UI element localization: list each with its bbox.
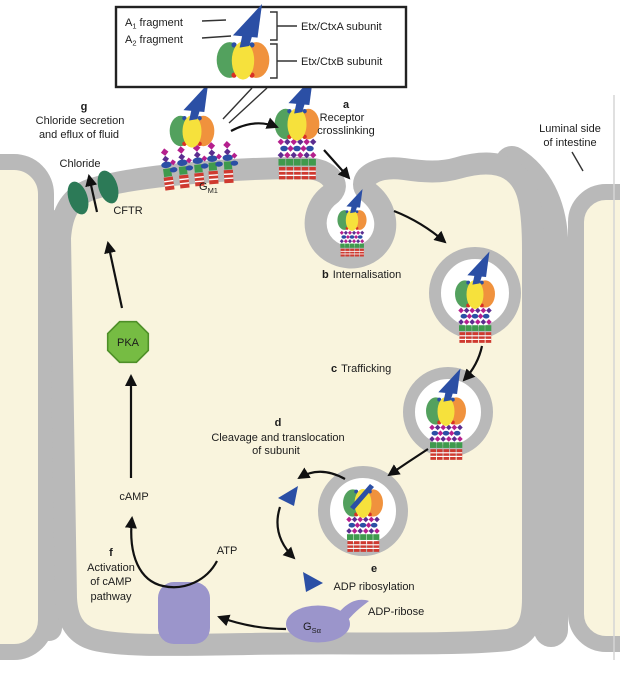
arrow-a1-exit <box>297 467 346 480</box>
luminal-pointer-line <box>571 151 584 172</box>
step-d-line1: Cleavage and translocation <box>211 432 344 444</box>
step-f-label: f Activation of cAMP pathway <box>87 547 135 603</box>
legend-pointer-lines <box>222 87 268 124</box>
chloride-efflux-arrow <box>85 174 99 213</box>
pka-octagon <box>106 320 150 364</box>
right-neighbour-cell <box>568 184 620 652</box>
camp-label: cAMP <box>119 491 148 503</box>
pka-enzyme: PKA <box>106 320 150 364</box>
arrow-b-to-c <box>462 345 484 382</box>
arrow-gsalpha-to-cyclase <box>217 614 287 631</box>
a1-fragment-free-1 <box>278 486 298 506</box>
step-g-line1: Chloride secretion <box>36 115 125 127</box>
step-g-letter: g <box>81 101 88 113</box>
step-a-letter: a <box>343 99 350 111</box>
luminal-line1: Luminal side <box>539 123 601 135</box>
gs-alpha-body <box>286 605 350 643</box>
gm1-label: GM1 <box>199 181 218 195</box>
gs-alpha-protein: GSα <box>286 599 369 643</box>
adp-ribose-label: ADP-ribose <box>368 606 424 618</box>
luminal-line2: of intestine <box>543 137 596 149</box>
step-a-line1: Receptor <box>320 112 365 124</box>
chloride-label: Chloride <box>60 158 101 170</box>
arrow-pit-to-vesicle-b <box>393 209 447 244</box>
atp-label: ATP <box>217 545 238 557</box>
cftr-subunit-right <box>97 170 119 204</box>
arrow-into-pit <box>323 149 351 180</box>
legend-bracket-b <box>270 43 297 79</box>
step-f-letter: f <box>109 547 113 559</box>
arrow-a1-down <box>276 506 296 560</box>
toxin-in-vesicle-e <box>343 484 383 552</box>
adenylate-cyclase <box>158 582 210 644</box>
legend-fragment-lines <box>201 19 232 39</box>
gs-alpha-label: GSα <box>303 621 322 635</box>
step-f-line2: of cAMP <box>90 576 132 588</box>
legend-bracket-a <box>270 11 297 41</box>
arrow-atp-to-camp <box>124 515 218 589</box>
legend-ctxb-label: Etx/CtxB subunit <box>301 56 382 68</box>
arrow-toxin-to-receptor <box>230 117 279 132</box>
cftr-subunit-left <box>67 181 89 215</box>
pathway-arrows <box>104 117 484 631</box>
left-neighbour-cell <box>0 154 54 660</box>
arrow-pka-to-cftr <box>104 241 124 309</box>
step-a-line2: crosslinking <box>317 125 374 137</box>
legend-ctxa-label: Etx/CtxA subunit <box>301 21 382 33</box>
step-g-line2: and eflux of fluid <box>39 129 119 141</box>
step-d-label: d Cleavage and translocation of subunit <box>211 417 344 457</box>
a2-stem-fragment <box>350 484 374 510</box>
arrow-c-to-e <box>387 448 429 477</box>
luminal-label: Luminal side of intestine <box>539 123 601 172</box>
step-d-line2: of subunit <box>252 445 300 457</box>
cftr-channel <box>67 170 119 215</box>
step-a-label: a Receptor crosslinking <box>317 99 374 137</box>
pka-label: PKA <box>117 337 140 349</box>
step-f-line3: pathway <box>91 591 132 603</box>
cftr-label: CFTR <box>113 205 142 217</box>
step-e-text: ADP ribosylation <box>333 581 414 593</box>
step-e-label: e ADP ribosylation <box>333 563 414 593</box>
step-e-letter: e <box>371 563 377 575</box>
step-g-label: g Chloride secretion and eflux of fluid <box>36 101 125 141</box>
step-d-letter: d <box>275 417 282 429</box>
step-f-line1: Activation <box>87 562 135 574</box>
a1-fragment-free-2 <box>303 572 323 592</box>
